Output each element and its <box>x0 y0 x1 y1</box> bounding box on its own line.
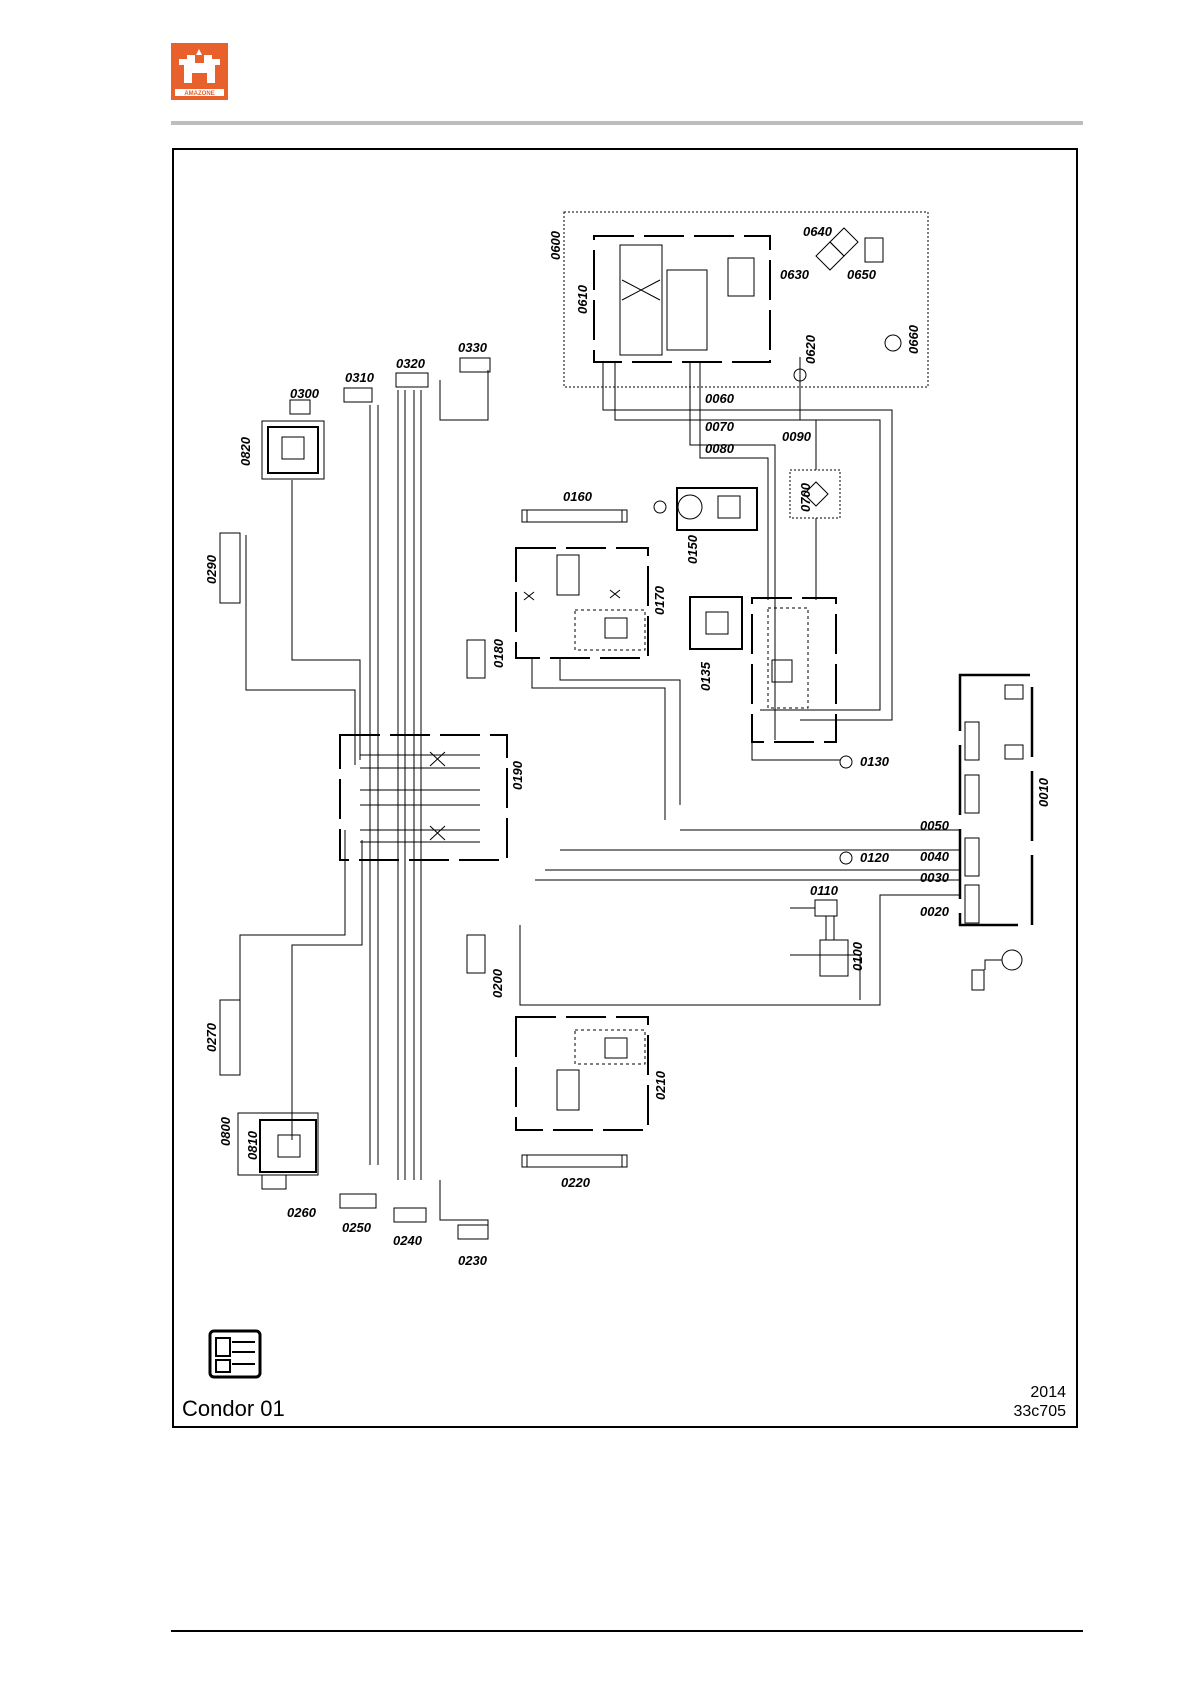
label-0180: 0180 <box>491 638 506 668</box>
label-0300: 0300 <box>290 386 320 401</box>
label-0240: 0240 <box>393 1233 423 1248</box>
label-0700: 0700 <box>798 482 813 512</box>
label-0310: 0310 <box>345 370 375 385</box>
label-0620: 0620 <box>803 334 818 364</box>
label-0630: 0630 <box>780 267 810 282</box>
hydraulics-icon <box>210 1331 260 1377</box>
footer-rule <box>171 1630 1083 1632</box>
label-0135: 0135 <box>698 661 713 691</box>
label-0260: 0260 <box>287 1205 317 1220</box>
label-0640: 0640 <box>803 224 833 239</box>
label-0200: 0200 <box>490 968 505 998</box>
label-0010: 0010 <box>1036 777 1051 807</box>
label-0810: 0810 <box>245 1130 260 1160</box>
label-0130: 0130 <box>860 754 890 769</box>
label-0150: 0150 <box>685 534 700 564</box>
label-0820: 0820 <box>238 436 253 466</box>
footer-title: Condor 01 <box>182 1396 285 1422</box>
label-0330: 0330 <box>458 340 488 355</box>
label-0070: 0070 <box>705 419 735 434</box>
label-0270: 0270 <box>204 1022 219 1052</box>
label-0110: 0110 <box>810 883 839 898</box>
label-0060: 0060 <box>705 391 735 406</box>
label-0610: 0610 <box>575 284 590 314</box>
label-0020: 0020 <box>920 904 950 919</box>
label-0220: 0220 <box>561 1175 591 1190</box>
label-0320: 0320 <box>396 356 426 371</box>
label-0800: 0800 <box>218 1116 233 1146</box>
label-0050: 0050 <box>920 818 950 833</box>
label-0250: 0250 <box>342 1220 372 1235</box>
label-0160: 0160 <box>563 489 593 504</box>
label-0600: 0600 <box>548 230 563 260</box>
label-0080: 0080 <box>705 441 735 456</box>
footer-code: 33c705 <box>1014 1403 1067 1421</box>
label-0170: 0170 <box>652 585 667 615</box>
label-0100: 0100 <box>850 941 865 971</box>
label-0290: 0290 <box>204 554 219 584</box>
label-0040: 0040 <box>920 849 950 864</box>
footer-year: 2014 <box>1030 1384 1066 1402</box>
label-0090: 0090 <box>782 429 812 444</box>
label-0660: 0660 <box>906 324 921 354</box>
label-0030: 0030 <box>920 870 950 885</box>
label-0230: 0230 <box>458 1253 488 1268</box>
label-0190: 0190 <box>510 760 525 790</box>
label-0120: 0120 <box>860 850 890 865</box>
label-0210: 0210 <box>653 1070 668 1100</box>
label-0650: 0650 <box>847 267 877 282</box>
